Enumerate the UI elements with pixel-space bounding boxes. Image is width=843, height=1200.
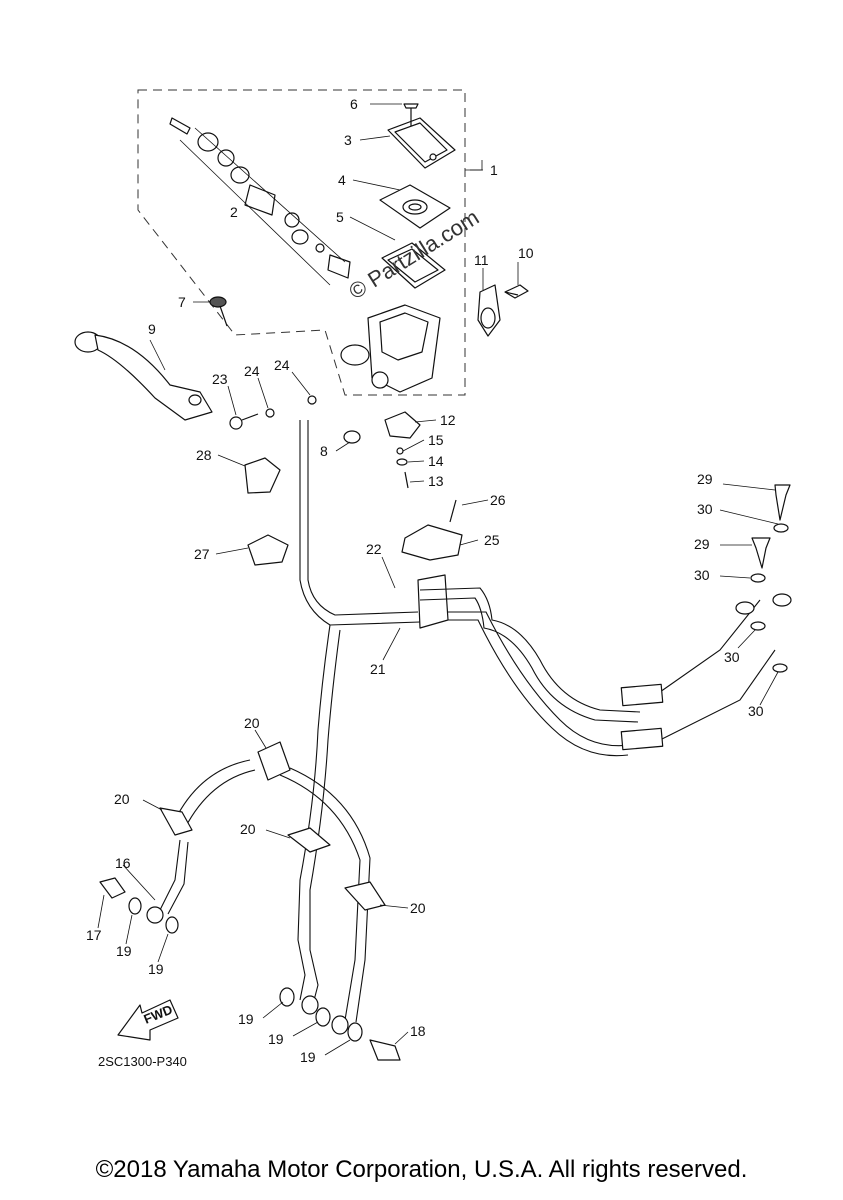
banjo-16 (146, 906, 164, 924)
callout-8: 8 (320, 443, 328, 459)
callout-6: 6 (350, 96, 358, 112)
callout-19a: 19 (116, 943, 132, 959)
hose-fitting-b (620, 727, 664, 751)
brake-hoses (159, 420, 776, 1023)
fwd-arrow: FWD (117, 999, 179, 1041)
callout-24a: 24 (244, 363, 260, 379)
callout-30c: 30 (724, 649, 740, 665)
callout-4: 4 (338, 172, 346, 188)
assembly-boundary (137, 89, 466, 396)
callout-11: 11 (474, 252, 489, 268)
clamp-11 (477, 284, 501, 337)
piston-kit (169, 117, 351, 286)
callout-25: 25 (484, 532, 500, 548)
callout-30a: 30 (697, 501, 713, 517)
callout-20b: 20 (114, 791, 130, 807)
callout-24b: 24 (274, 357, 290, 373)
bracket-25 (401, 524, 463, 561)
joint-block (417, 574, 449, 629)
clamp-20c (287, 827, 331, 853)
callout-20c: 20 (240, 821, 256, 837)
holder-27 (247, 534, 289, 566)
callout-19b: 19 (148, 961, 164, 977)
callout-26: 26 (490, 492, 506, 508)
callout-7: 7 (178, 294, 186, 310)
callout-27: 27 (194, 546, 210, 562)
washer-30a (773, 523, 789, 533)
washer-19b (165, 916, 179, 934)
bolt-10 (504, 284, 529, 299)
callout-19e: 19 (300, 1049, 316, 1065)
diaphragm-holder (379, 184, 451, 229)
banjo-lower-b (331, 1015, 349, 1035)
copyright-notice: ©2018 Yamaha Motor Corporation, U.S.A. A… (95, 1156, 748, 1183)
callout-21: 21 (370, 661, 386, 677)
bolt-26 (449, 499, 457, 523)
banjo-end-b (735, 601, 755, 615)
hose-fitting-a (620, 683, 664, 707)
callout-1: 1 (490, 162, 498, 178)
callout-23: 23 (212, 371, 228, 387)
callout-3: 3 (344, 132, 352, 148)
callout-15: 15 (428, 432, 444, 448)
callout-5: 5 (336, 209, 344, 225)
drawing-code: 2SC1300-P340 (98, 1054, 187, 1069)
clamp-20d (344, 881, 386, 911)
diaphragm (381, 242, 446, 289)
callout-28: 28 (196, 447, 212, 463)
callout-labels: 6 3 4 5 1 2 7 10 11 9 8 12 15 14 13 23 2… (86, 96, 764, 1065)
washer-30d (772, 663, 788, 673)
bolt-17 (99, 877, 126, 899)
callout-20a: 20 (244, 715, 260, 731)
banjo-end-a (772, 593, 792, 607)
nut-8 (343, 430, 361, 444)
callout-30d: 30 (748, 703, 764, 719)
callout-29b: 29 (694, 536, 710, 552)
screw-13 (404, 471, 409, 489)
callout-16: 16 (115, 855, 131, 871)
callout-20d: 20 (410, 900, 426, 916)
washer-24b (307, 395, 317, 405)
callout-9: 9 (148, 321, 156, 337)
washer-30c (750, 621, 766, 631)
holder-28 (244, 457, 281, 494)
front-brake-switch (384, 411, 421, 439)
washer-19a (128, 897, 142, 915)
screw-6 (403, 103, 419, 126)
callout-14: 14 (428, 453, 444, 469)
master-cylinder-body (340, 304, 441, 393)
washer-19d (315, 1007, 331, 1027)
bolt-18 (369, 1039, 401, 1061)
washer-24a (265, 408, 275, 418)
callout-19d: 19 (268, 1031, 284, 1047)
bolt-7 (209, 296, 228, 327)
clamp-20b (159, 807, 193, 836)
callout-17: 17 (86, 927, 102, 943)
reservoir-cap (387, 117, 456, 169)
callout-30b: 30 (694, 567, 710, 583)
callout-29a: 29 (697, 471, 713, 487)
callout-leaders (97, 103, 779, 1056)
clamp-20a (257, 741, 291, 781)
callout-2: 2 (230, 204, 238, 220)
washer-19e (347, 1022, 363, 1042)
callout-13: 13 (428, 473, 444, 489)
brake-lever (74, 331, 213, 421)
callout-19c: 19 (238, 1011, 254, 1027)
bolt-29a (774, 484, 791, 521)
washer-30b (750, 573, 766, 583)
bolt-29b (751, 537, 771, 569)
callout-12: 12 (440, 412, 456, 428)
part-14 (396, 458, 408, 466)
callout-22: 22 (366, 541, 382, 557)
banjo-lower-a (301, 995, 319, 1015)
callout-18: 18 (410, 1023, 426, 1039)
part-15 (396, 447, 404, 455)
callout-10: 10 (518, 245, 534, 261)
washer-19c (279, 987, 295, 1007)
bolt-23 (229, 413, 259, 430)
